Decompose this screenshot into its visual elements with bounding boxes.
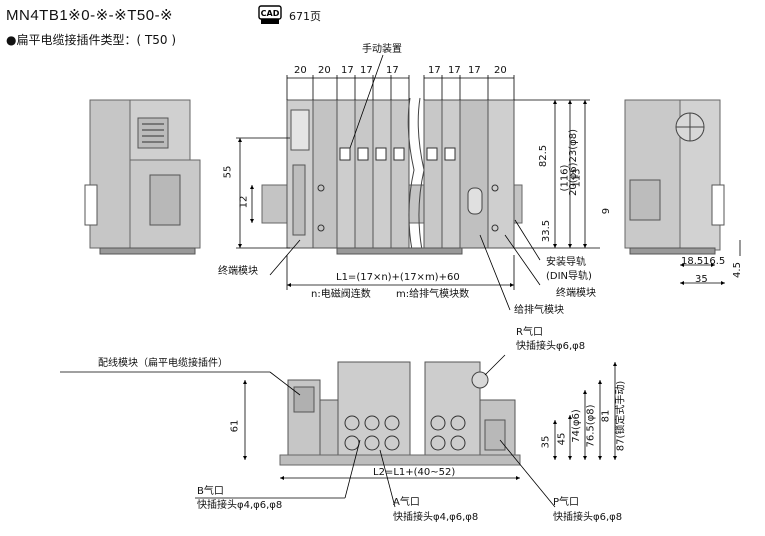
p-port-label: P气口 [553,497,580,508]
dim-top-5: 17 [386,65,399,76]
l1-formula: L1=(17×n)+(17×m)+60 [336,272,460,283]
dim-9: 9 [601,207,613,215]
b-fitting-label: 快插接头φ4,φ6,φ8 [197,500,283,511]
supply-exhaust-label: 给排气模块 [514,305,564,316]
left-side-view [84,99,201,255]
dim-top-6: 17 [428,65,441,76]
dim-335: 33.5 [541,219,553,243]
cad-icon: CAD [258,5,282,25]
dim-top-2: 20 [318,65,331,76]
dim-top-7: 17 [448,65,461,76]
end-block-left-label: 终端模块 [218,266,258,277]
dim-top-4: 17 [360,65,373,76]
dim-top-3: 17 [341,65,354,76]
dim-825: 82.5 [538,144,550,168]
dim-765: 76.5(φ8) [585,404,597,448]
dim-55: 55 [222,165,234,179]
dim-35: 35 [695,274,708,285]
dim-45-bottom: 45 [556,432,568,446]
dim-35-bottom: 35 [540,435,552,449]
dim-165: 16.5 [703,256,726,267]
front-view [261,97,523,255]
din-rail-label: (DIN导轨) [546,271,592,282]
a-port-label: A气口 [393,497,420,508]
dim-74: 74(φ6) [570,409,582,443]
r-fitting-label: 快插接头φ6,φ8 [516,341,586,352]
mount-rail-label: 安装导轨 [546,257,586,268]
manual-device-label: 手动装置 [362,44,402,55]
dimension-lines [60,54,741,508]
right-side-view [624,99,725,255]
dim-phi: 20(φ6)23(φ8) [568,129,579,196]
l2-formula: L2=L1+(40~52) [373,467,456,478]
a-fitting-label: 快插接头φ4,φ6,φ8 [393,512,479,523]
r-port-label: R气口 [516,327,543,338]
cad-badge: CAD [261,9,280,18]
dim-87: 87(锁定式手动) [615,380,627,452]
dim-45: 4.5 [731,262,743,278]
bottom-view [279,361,521,466]
cad-page-ref: 671页 [289,10,321,23]
p-fitting-label: 快插接头φ6,φ8 [553,512,623,523]
dim-61: 61 [229,419,241,433]
dim-top-1: 20 [294,65,307,76]
end-block-right-label: 终端模块 [556,288,596,299]
n-label: n:电磁阀连数 [311,289,371,300]
connector-type-subtitle: ●扁平电缆接插件类型：( T50 ) [6,33,177,47]
m-label: m:给排气模块数 [396,289,470,300]
dim-12: 12 [238,195,250,209]
dim-top-8: 17 [468,65,481,76]
dim-185: 18.5 [681,256,704,267]
dim-81: 81 [600,409,612,423]
dim-top-9: 20 [494,65,507,76]
wiring-block-label: 配线模块（扁平电缆接插件） [98,358,228,369]
b-port-label: B气口 [197,486,224,497]
model-title: MN4TB1※0-※-※T50-※ [6,7,174,24]
